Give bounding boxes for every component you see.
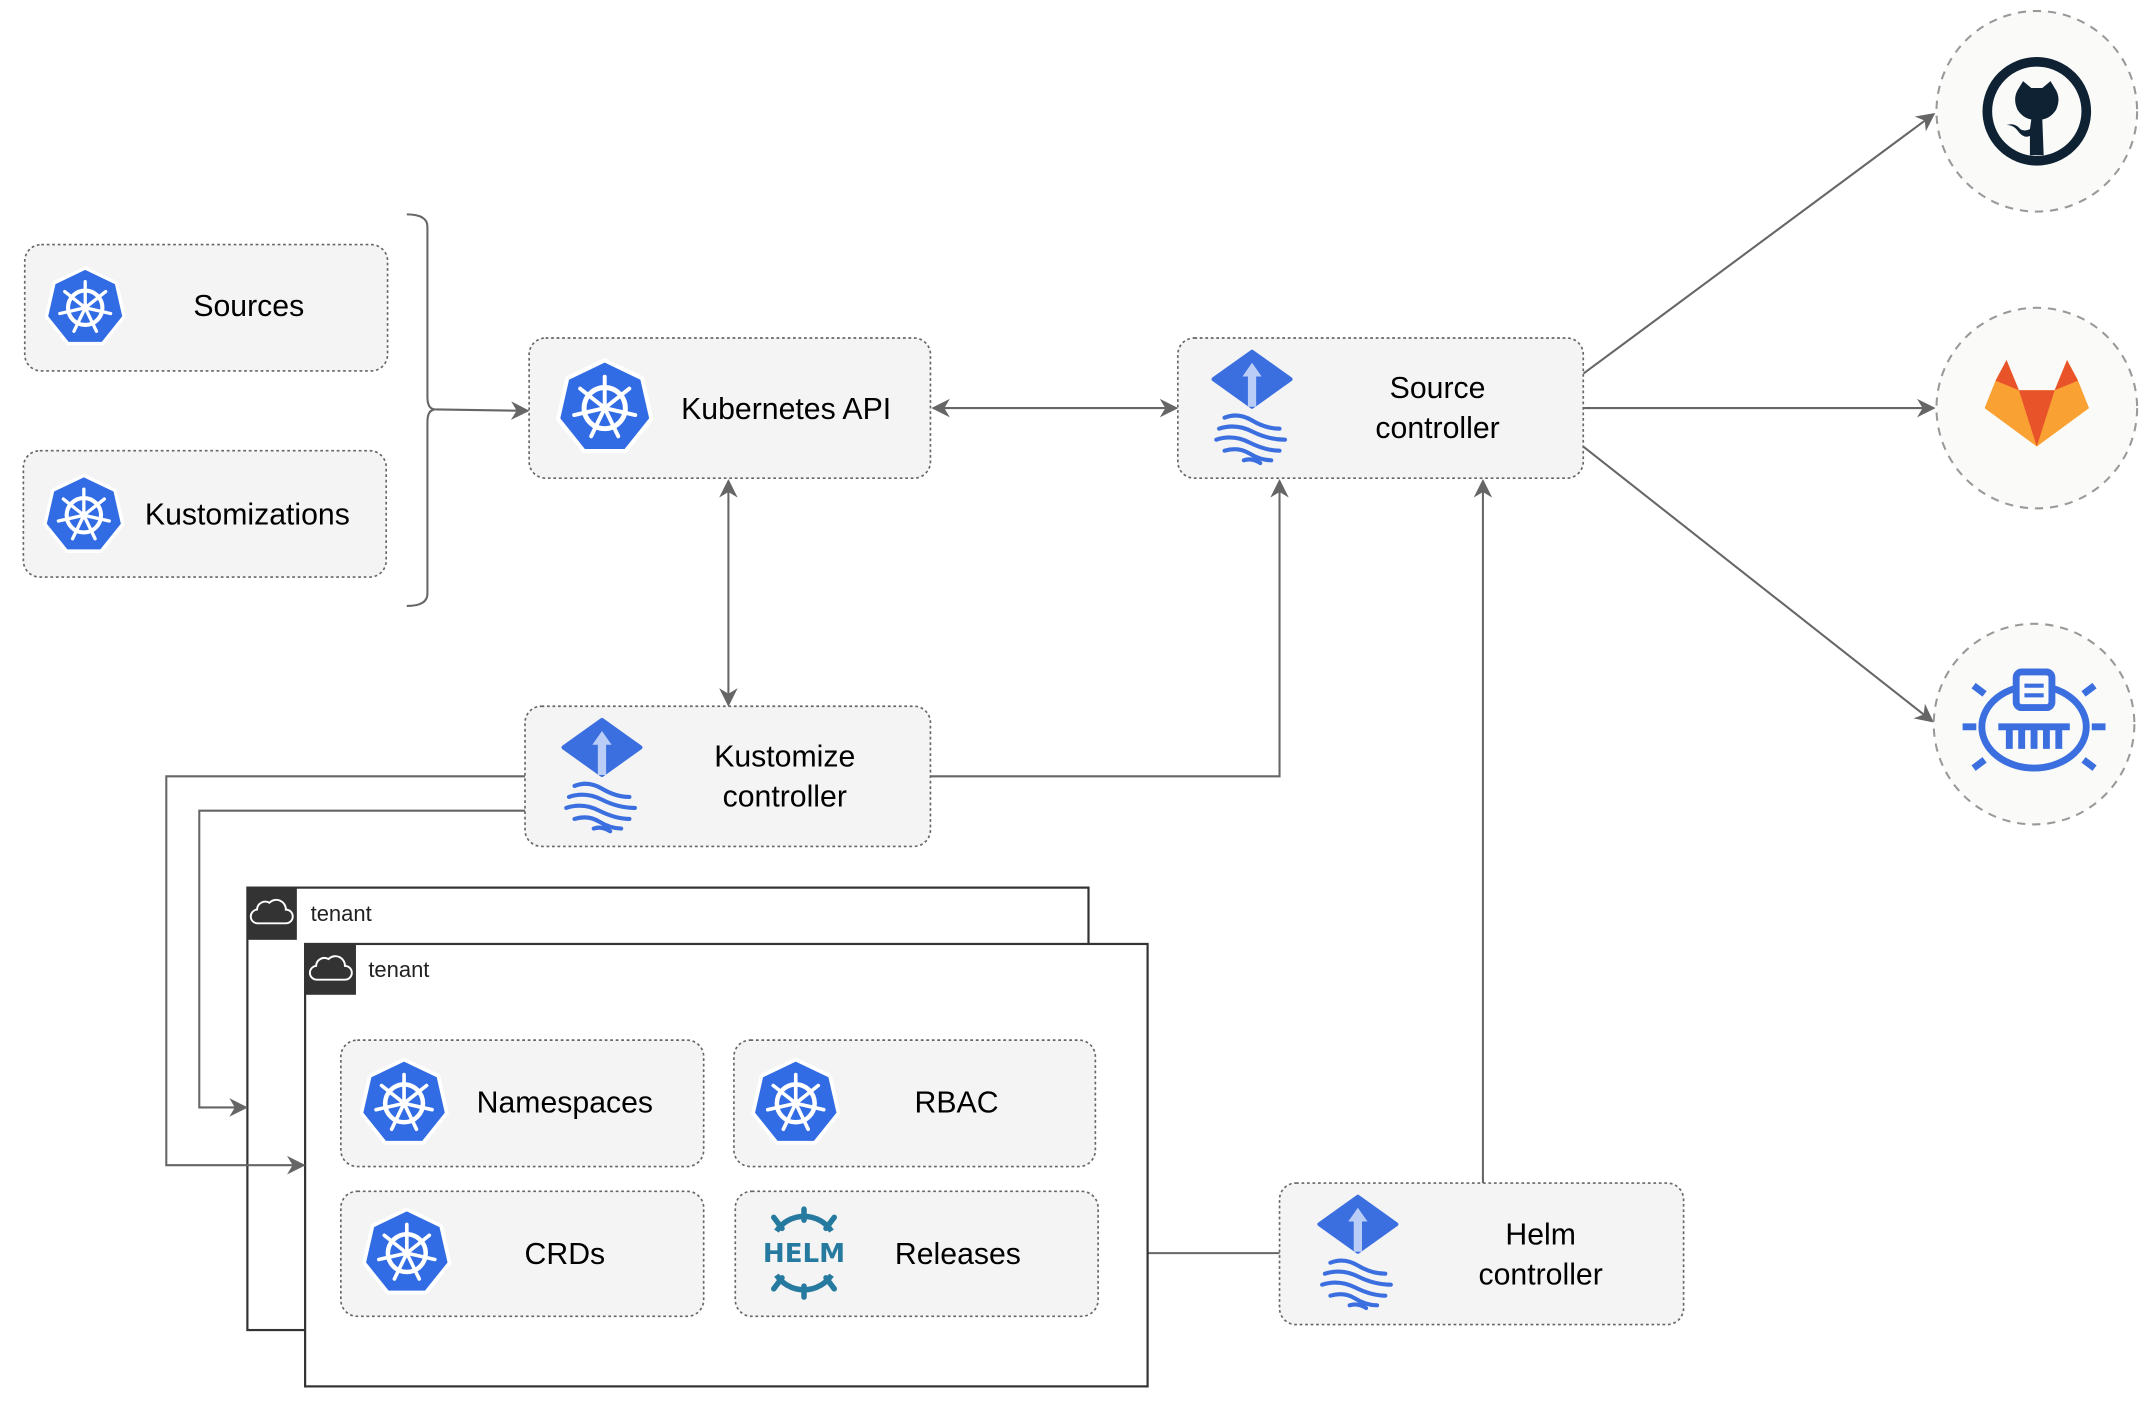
node-namespaces[interactable]: Namespaces [340,1039,705,1168]
kubernetes-icon [45,475,123,551]
kubernetes-icon [46,268,124,344]
gitlab-icon [1984,359,2090,447]
edge-kustomize-to-source [930,479,1289,778]
brace [406,213,436,607]
node-label: Kustomizations [145,499,350,532]
node-label: Sources [193,290,304,323]
kubernetes-icon [753,1060,839,1143]
node-sources[interactable]: Sources [23,243,389,372]
edge-kustomize-to-tenant-back [198,809,526,1117]
node-label-line1: Helm [1505,1219,1576,1252]
node-rbac[interactable]: RBAC [733,1039,1097,1168]
external-bucket[interactable] [1932,622,2136,826]
node-source-controller[interactable]: Source controller [1177,337,1585,479]
node-label-line1: Source [1390,372,1486,405]
node-kubernetes-api[interactable]: Kubernetes API [528,337,932,479]
node-label-line1: Kustomize [714,740,855,773]
node-label: Namespaces [477,1087,653,1120]
node-label: RBAC [915,1087,999,1120]
node-crds[interactable]: CRDs [340,1190,705,1318]
node-label: CRDs [525,1238,606,1271]
edge-source-to-bucket [1582,445,1934,723]
helm-icon: HELM [763,1206,845,1300]
kubernetes-icon [558,360,651,451]
node-releases[interactable]: HELM Releases [734,1190,1099,1318]
node-label-line2: controller [1375,412,1499,445]
tenant-label: tenant [368,957,429,982]
bucket-icon [1962,668,2106,772]
kubernetes-icon [361,1060,447,1143]
node-helm-controller[interactable]: Helm controller [1278,1182,1685,1326]
node-kustomize-controller[interactable]: Kustomize controller [524,705,932,848]
edge-kustomize-to-tenant-front [165,775,526,1175]
helm-logo-text: HELM [763,1239,845,1269]
edges [406,112,1936,1263]
github-icon [1982,57,2092,166]
tenant-header-badge [305,943,356,995]
edge-resources-to-api [435,401,530,420]
node-label: Releases [895,1238,1021,1271]
kubernetes-icon [364,1209,450,1292]
node-kustomizations[interactable]: Kustomizations [22,449,388,578]
node-label-line2: controller [1479,1258,1603,1291]
tenant-label: tenant [311,901,372,926]
external-gitlab[interactable] [1935,306,2139,510]
node-label-line2: controller [723,780,847,813]
tenant-header-badge [247,887,297,940]
external-github[interactable] [1935,9,2139,213]
edge-source-to-github [1582,112,1936,375]
node-label: Kubernetes API [681,393,891,426]
